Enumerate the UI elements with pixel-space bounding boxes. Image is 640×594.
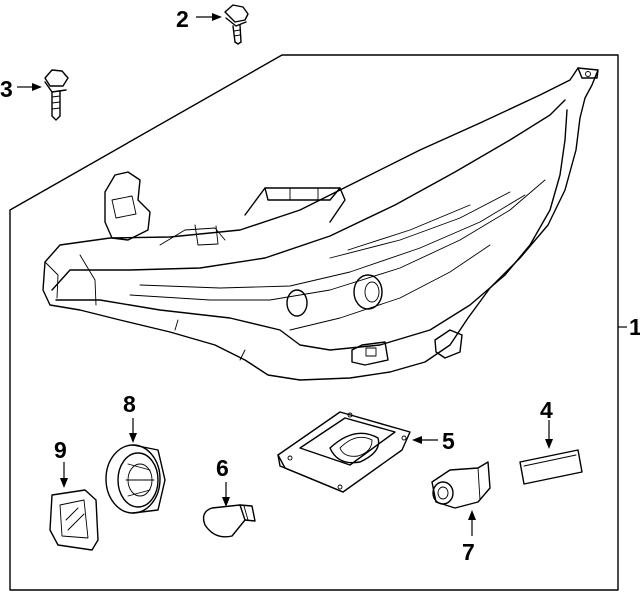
assembly-frame [9, 54, 619, 591]
callout-6: 6 [216, 455, 229, 481]
callout-3: 3 [0, 76, 13, 102]
callout-7-arrowhead [468, 510, 476, 520]
callout-9: 9 [54, 437, 67, 463]
callout-2: 2 [176, 6, 189, 32]
callout-8-arrowhead [129, 433, 137, 443]
part-7-socket [431, 461, 491, 509]
part-8-cap [105, 444, 166, 514]
part-5-module [277, 411, 411, 493]
callout-9-arrowhead [60, 478, 68, 488]
callout-2-arrowhead [212, 13, 222, 21]
callout-5-arrowhead [412, 436, 422, 444]
headlamp-assembly [42, 67, 599, 381]
callout-4: 4 [540, 397, 553, 423]
part-2-bolt [224, 4, 249, 45]
callout-7: 7 [462, 539, 475, 565]
callout-1: 1 [629, 314, 640, 340]
callout-6-arrowhead [222, 497, 230, 507]
part-4-reflector [519, 449, 583, 485]
callout-4-arrowhead [545, 439, 553, 449]
part-9-cover [49, 489, 99, 551]
callout-5: 5 [442, 428, 455, 454]
callout-8: 8 [123, 391, 136, 417]
callout-3-arrowhead [32, 83, 42, 91]
part-6-bulb [202, 504, 256, 538]
part-3-bolt [44, 69, 69, 121]
